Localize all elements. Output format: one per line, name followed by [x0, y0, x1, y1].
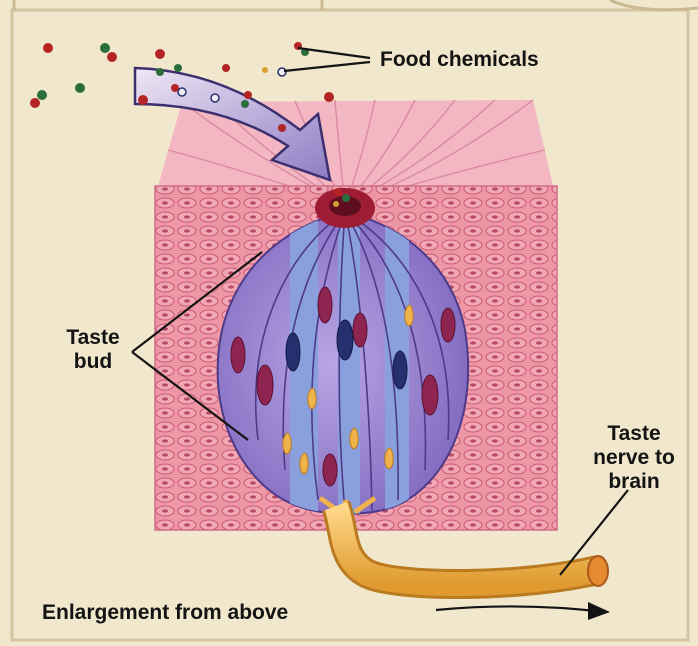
label-taste-bud: Taste bud	[48, 326, 138, 374]
label-enlargement: Enlargement from above	[42, 601, 288, 625]
label-food-chemicals: Food chemicals	[380, 48, 539, 72]
nerve-end	[588, 556, 608, 586]
label-taste-nerve: Taste nerve to brain	[580, 422, 688, 494]
